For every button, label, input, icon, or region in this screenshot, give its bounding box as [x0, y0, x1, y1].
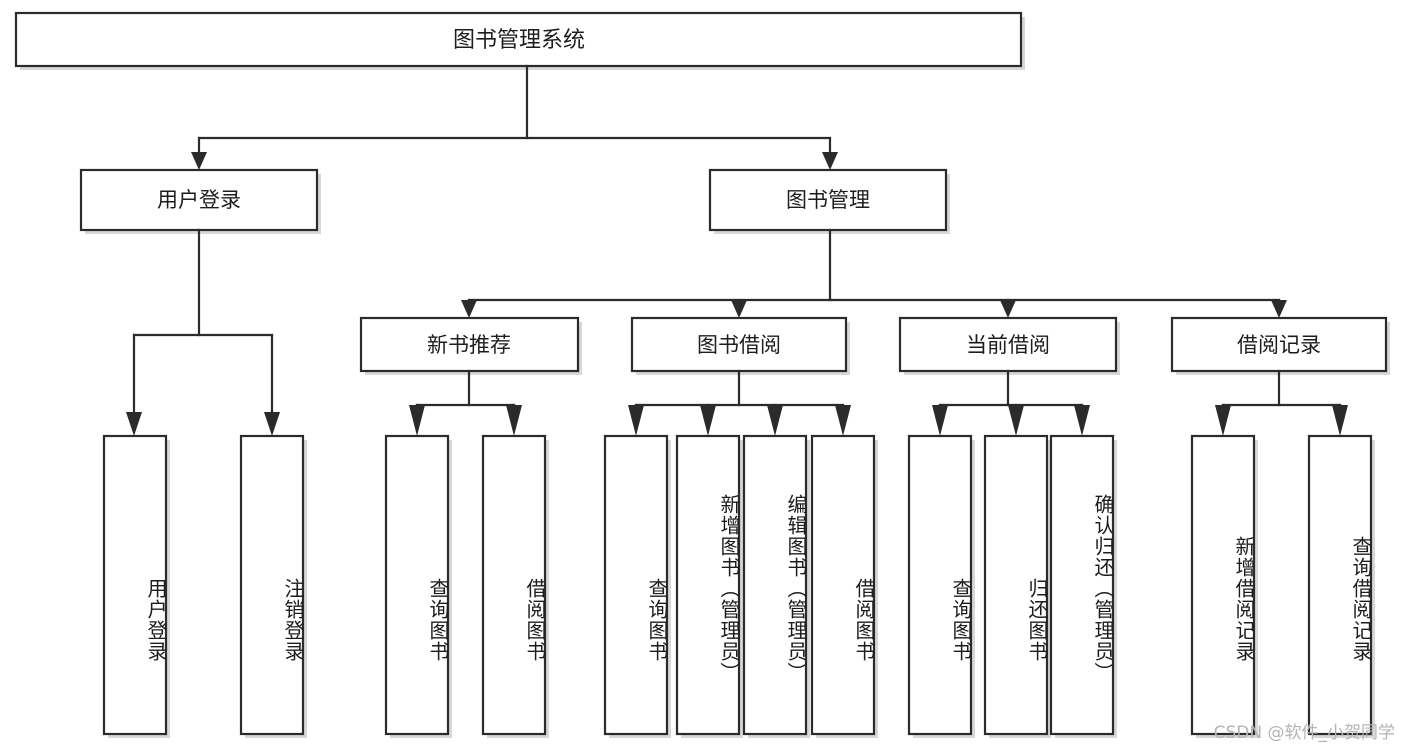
leaf-book-borrow-2[interactable] [742, 434, 810, 738]
leaf-new-book-recommend-0[interactable] [384, 434, 452, 738]
node-root-label: 图书管理系统 [453, 28, 585, 53]
node-new-book-recommend-box [359, 316, 580, 373]
leaf-borrow-record-1[interactable] [1307, 434, 1375, 738]
node-user-login-box [79, 168, 319, 232]
leaf-user-login-1[interactable] [239, 434, 307, 738]
node-root[interactable] [14, 11, 1025, 70]
node-borrow-record-label: 借阅记录 [1237, 333, 1321, 357]
node-current-borrow-box [898, 316, 1118, 373]
leaf-user-login-0[interactable] [102, 434, 170, 738]
node-new-book-recommend-label: 新书推荐 [427, 333, 511, 357]
leaf-book-borrow-0[interactable] [603, 434, 671, 738]
leaf-new-book-recommend-1[interactable] [481, 434, 549, 738]
connector-borrow-record-to-leaves [1215, 369, 1348, 436]
connector-current-borrow-to-leaves [932, 369, 1090, 436]
node-root-box [14, 11, 1023, 68]
node-borrow-record[interactable] [1170, 316, 1390, 375]
leaf-current-borrow-0[interactable] [907, 434, 975, 738]
node-book-management-label: 图书管理 [786, 188, 870, 212]
node-book-management-box [708, 168, 948, 232]
node-user-login-label: 用户登录 [157, 188, 241, 212]
node-book-borrow-label: 图书借阅 [697, 333, 781, 357]
leaf-borrow-record-0[interactable] [1190, 434, 1258, 738]
leaf-current-borrow-1[interactable] [983, 434, 1051, 738]
node-current-borrow-label: 当前借阅 [966, 333, 1050, 357]
node-book-management[interactable] [708, 168, 950, 234]
connector-book-management-to-level2 [461, 228, 1287, 318]
leaf-current-borrow-2[interactable] [1049, 434, 1117, 738]
connector-root-to-level1 [191, 64, 838, 170]
node-book-borrow[interactable] [630, 316, 850, 375]
node-borrow-record-box [1170, 316, 1388, 373]
connector-user-login-to-leaves [126, 228, 280, 436]
node-user-login[interactable] [79, 168, 321, 234]
node-current-borrow[interactable] [898, 316, 1120, 375]
connector-book-borrow-to-leaves [628, 369, 851, 436]
node-new-book-recommend[interactable] [359, 316, 582, 375]
csdn-watermark: CSDN @软件_小贺同学 [1213, 723, 1395, 743]
leaf-book-borrow-1[interactable] [675, 434, 743, 738]
connector-new-book-recommend-to-leaves [409, 369, 522, 436]
leaf-book-borrow-3[interactable] [810, 434, 878, 738]
